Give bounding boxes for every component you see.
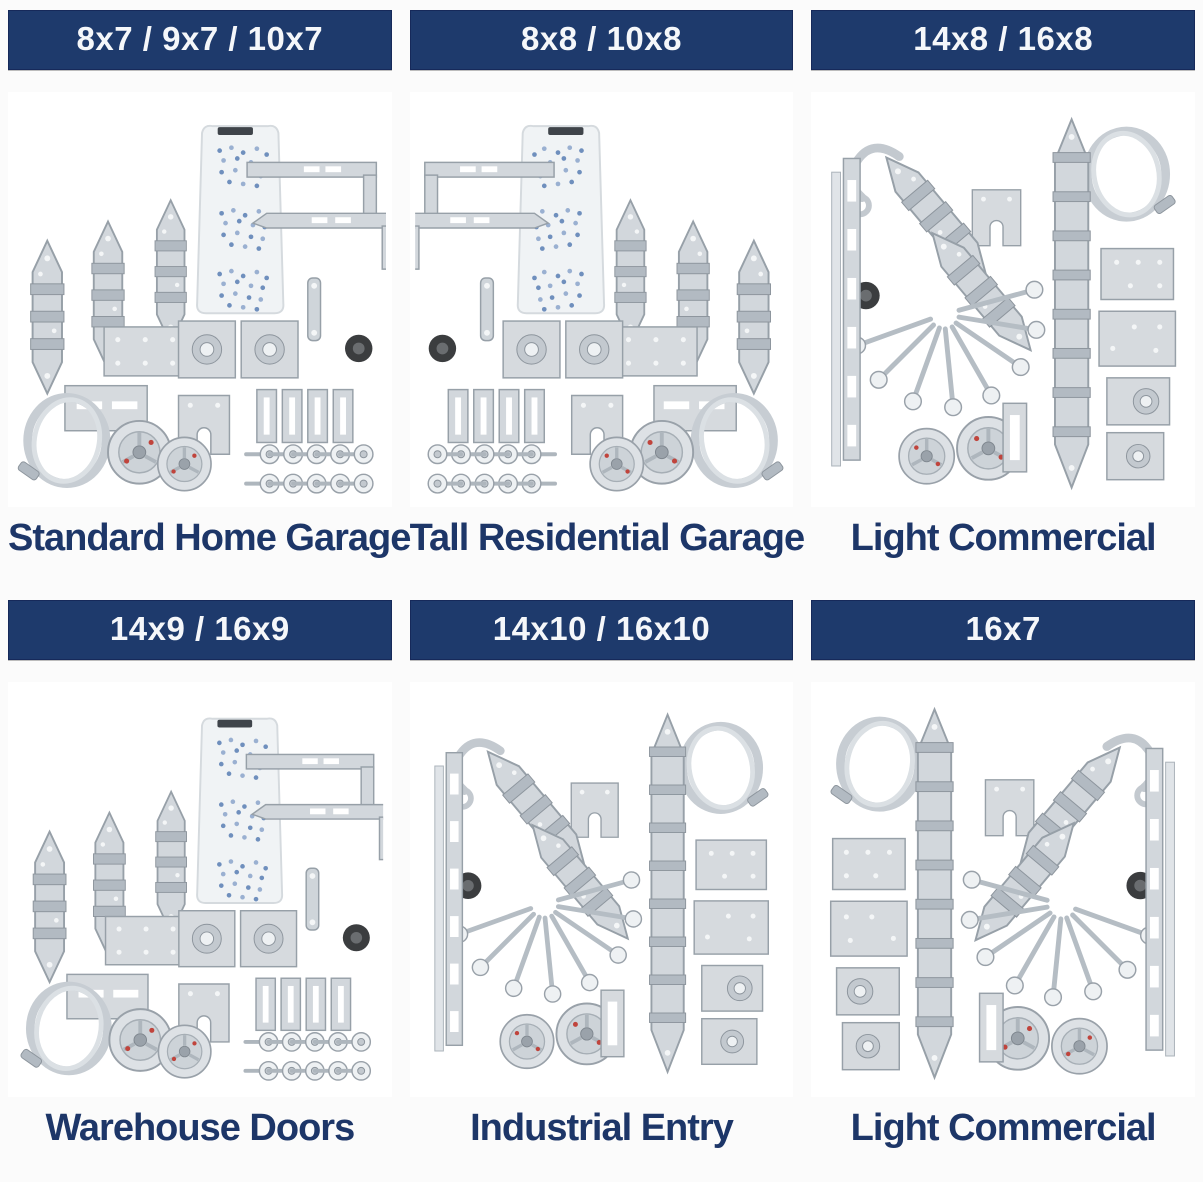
kit-caption: Industrial Entry [470,1107,734,1149]
hardware-kit-image [17,685,384,1094]
panel-warehouse-doors: 14x9 / 16x9 Warehouse Doors [8,600,392,1150]
hardware-kit-image [817,682,1189,1097]
kit-caption: Warehouse Doors [45,1107,355,1149]
kit-caption: Light Commercial [850,517,1157,559]
product-photo [8,92,392,507]
panel-industrial-entry: 14x10 / 16x10 Industrial Entry [409,600,794,1150]
size-banner: 14x10 / 16x10 [409,600,794,660]
size-banner: 14x8 / 16x8 [811,10,1195,70]
product-photo [409,682,794,1097]
panel-light-commercial-1: 14x8 / 16x8 Light Commercial [811,10,1195,560]
kit-caption: Tall Residential Garage [409,517,805,559]
size-banner: 8x8 / 10x8 [409,10,794,70]
panel-standard-home-garage: 8x7 / 9x7 / 10x7 Standard Home Garage [8,10,411,560]
hardware-kit-image [817,92,1189,507]
product-photo [811,92,1195,507]
product-photo [8,682,392,1097]
kit-caption: Light Commercial [850,1107,1157,1149]
size-banner: 14x9 / 16x9 [8,600,392,660]
size-banner: 16x7 [811,600,1195,660]
panel-tall-residential-garage: 8x8 / 10x8 Tall Residential Garage [409,10,805,560]
size-banner: 8x7 / 9x7 / 10x7 [8,10,392,70]
hardware-kit-image [421,688,782,1091]
hardware-kit-image [14,92,386,507]
product-photo [811,682,1195,1097]
kit-caption: Standard Home Garage [8,517,411,559]
hardware-kit-image [415,92,787,507]
product-photo [409,92,794,507]
panel-light-commercial-2: 16x7 Light Commercial [811,600,1195,1150]
